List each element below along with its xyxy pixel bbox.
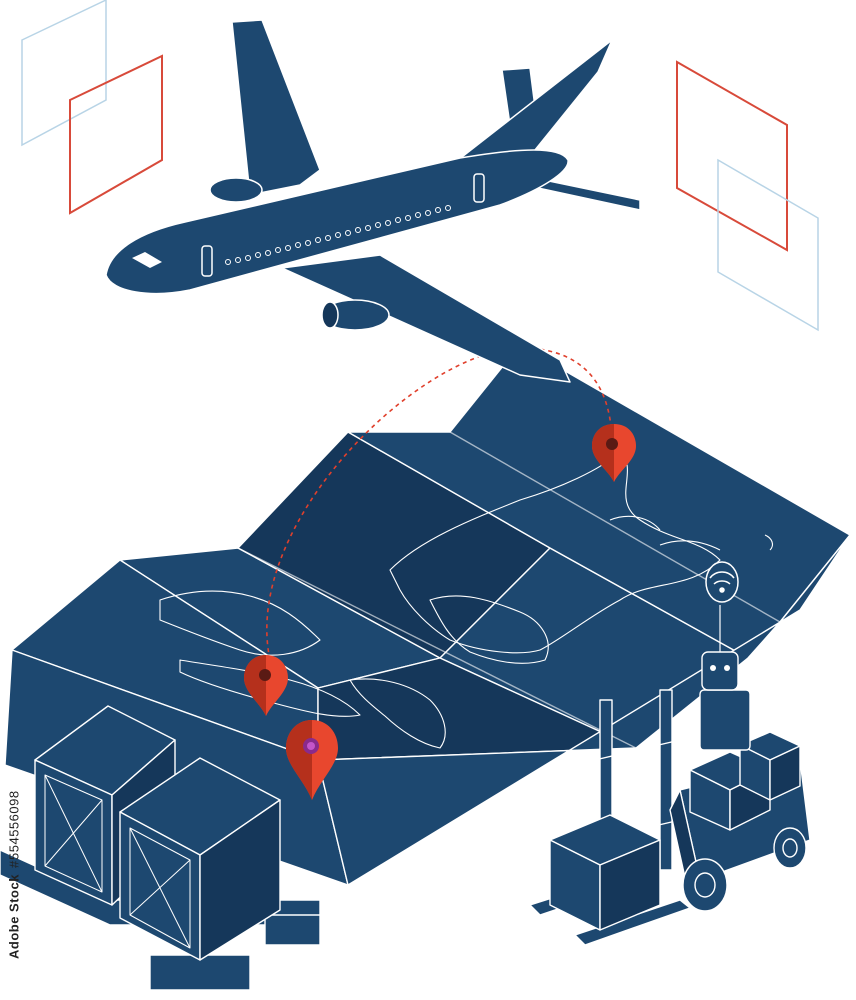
flight-route [266, 347, 613, 661]
airplane-icon [105, 19, 641, 383]
decorative-frames-right [676, 60, 819, 332]
robot-icon [699, 605, 751, 751]
wifi-signal-icon [705, 561, 739, 603]
stock-id-prefix: # [6, 860, 22, 869]
stock-id-number: 554556098 [6, 790, 22, 861]
location-pin-icon [592, 424, 636, 482]
location-pin-icon [286, 720, 338, 800]
stock-image-id: Adobe Stock #554556098 [4, 760, 24, 990]
cargo-crate-icon [0, 705, 321, 991]
location-pin-icon [244, 655, 288, 716]
decorative-frames-left [21, 0, 163, 215]
stock-brand-label: Adobe Stock [6, 874, 22, 960]
forklift-icon [529, 689, 811, 946]
